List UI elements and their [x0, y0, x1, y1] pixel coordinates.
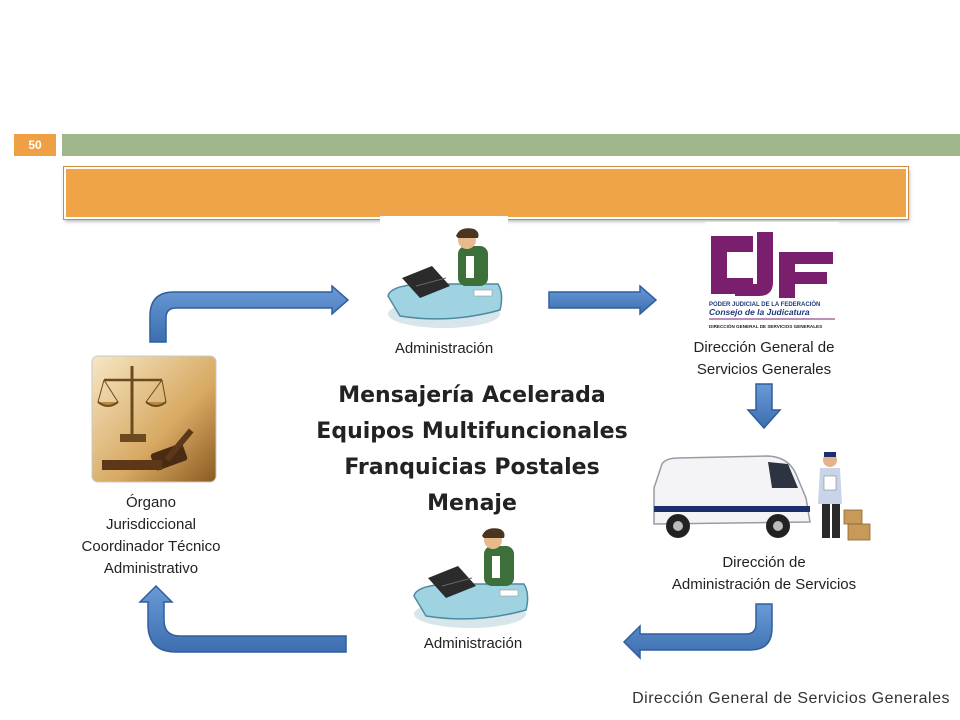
organo-label-line-2: Jurisdiccional: [105, 516, 197, 533]
arrow-admin-to-organo: [138, 584, 347, 653]
das-label-line-1: Dirección de: [722, 554, 806, 571]
organo-label: Órgano Jurisdiccional Coordinador Técnic…: [60, 492, 242, 580]
organo-label-line-4: Administrativo: [103, 560, 199, 577]
dgsg-label: Dirección General de Servicios Generales: [676, 337, 852, 381]
logo-line-1: PODER JUDICIAL DE LA FEDERACIÓN: [709, 300, 820, 308]
das-label-line-2: Administración de Servicios: [671, 576, 857, 593]
cjf-logo: PODER JUDICIAL DE LA FEDERACIÓN Consejo …: [705, 222, 839, 334]
arrow-dgsg-to-das: [746, 383, 782, 430]
admin-bottom-label: Administración: [423, 635, 523, 652]
admin-worker-bottom-image: [406, 516, 534, 632]
service-item: Franquicias Postales: [344, 455, 600, 480]
dgsg-label-line-1: Dirección General de: [693, 339, 835, 356]
arrow-organo-to-admin: [149, 284, 350, 343]
organo-label-line-1: Órgano: [125, 494, 177, 511]
justice-scales-image: [91, 355, 217, 483]
service-item: Menaje: [427, 491, 517, 516]
service-item: Equipos Multifuncionales: [316, 419, 628, 444]
admin-worker-top-image: [380, 216, 508, 334]
header-green-bar: [62, 134, 960, 156]
page-number-badge: 50: [14, 134, 56, 156]
admin-top-label: Administración: [394, 340, 494, 357]
footer-text: Dirección General de Servicios Generales: [632, 690, 950, 707]
dgsg-label-line-2: Servicios Generales: [696, 361, 832, 378]
arrow-das-to-admin: [622, 603, 773, 660]
service-item: Mensajería Acelerada: [338, 383, 606, 408]
das-label: Dirección de Administración de Servicios: [656, 552, 872, 596]
organo-label-line-3: Coordinador Técnico: [81, 538, 221, 555]
logo-line-3: DIRECCIÓN GENERAL DE SERVICIOS GENERALES: [709, 322, 822, 329]
services-list: Mensajería Acelerada Equipos Multifuncio…: [300, 378, 644, 522]
delivery-van-image: [648, 448, 878, 550]
arrow-admin-to-dgsg: [548, 284, 658, 316]
logo-line-2: Consejo de la Judicatura: [709, 307, 810, 317]
